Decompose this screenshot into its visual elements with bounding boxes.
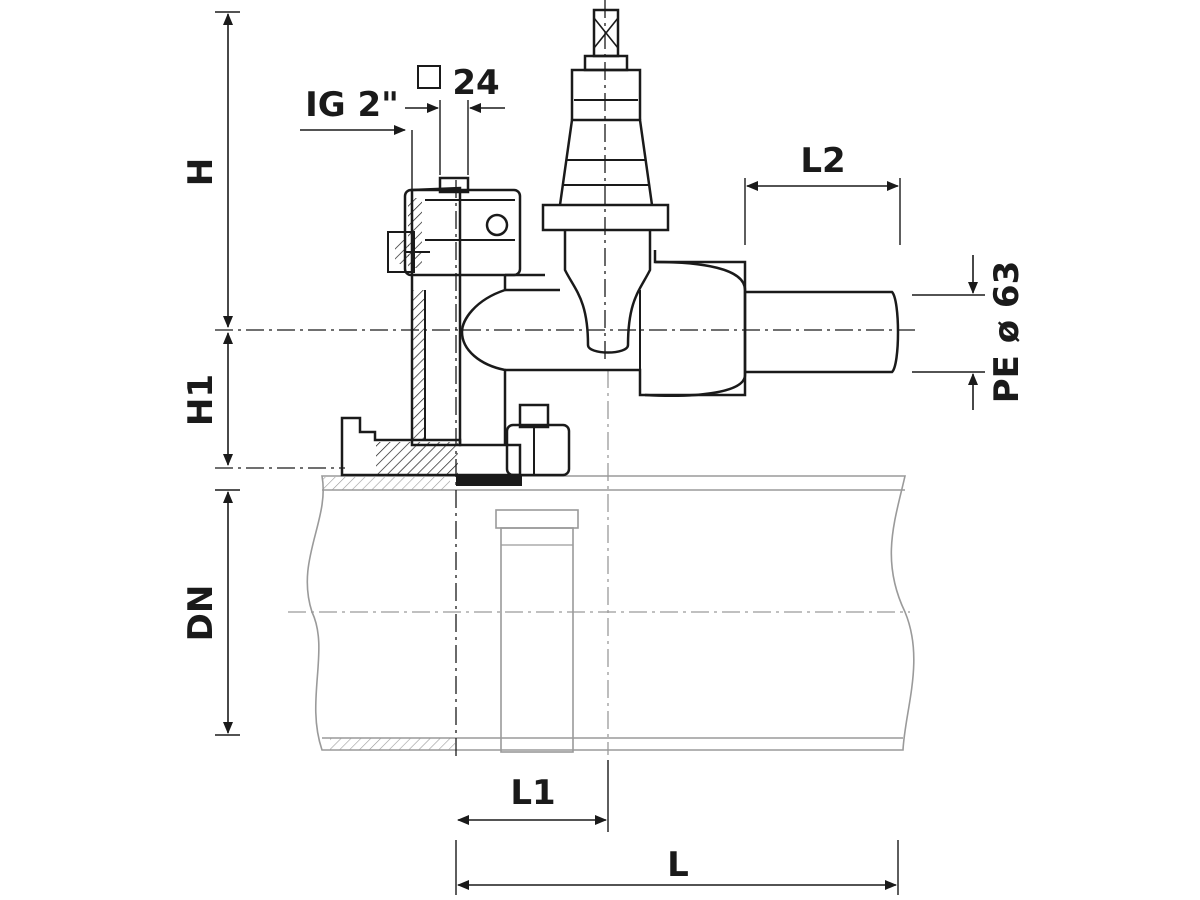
- label-pe-diameter: PE ø 63: [987, 261, 1027, 404]
- label-dn: DN: [181, 585, 221, 642]
- label-h1: H1: [181, 374, 221, 426]
- dimension-lines: [215, 11, 985, 895]
- valve-body: [340, 8, 900, 486]
- dimension-labels: H H1 DN L1 L L2 IG 2" 24 PE ø 63: [181, 63, 1027, 885]
- label-l2: L2: [800, 141, 845, 181]
- label-l1: L1: [510, 773, 555, 813]
- label-h: H: [181, 158, 221, 186]
- centerlines: [215, 0, 915, 760]
- main-pipe: [288, 370, 915, 755]
- square-symbol-icon: [417, 65, 441, 89]
- label-ig: IG 2": [305, 85, 399, 125]
- cutter-tool: [495, 509, 579, 753]
- label-square-size: 24: [452, 63, 499, 103]
- label-l: L: [667, 845, 689, 885]
